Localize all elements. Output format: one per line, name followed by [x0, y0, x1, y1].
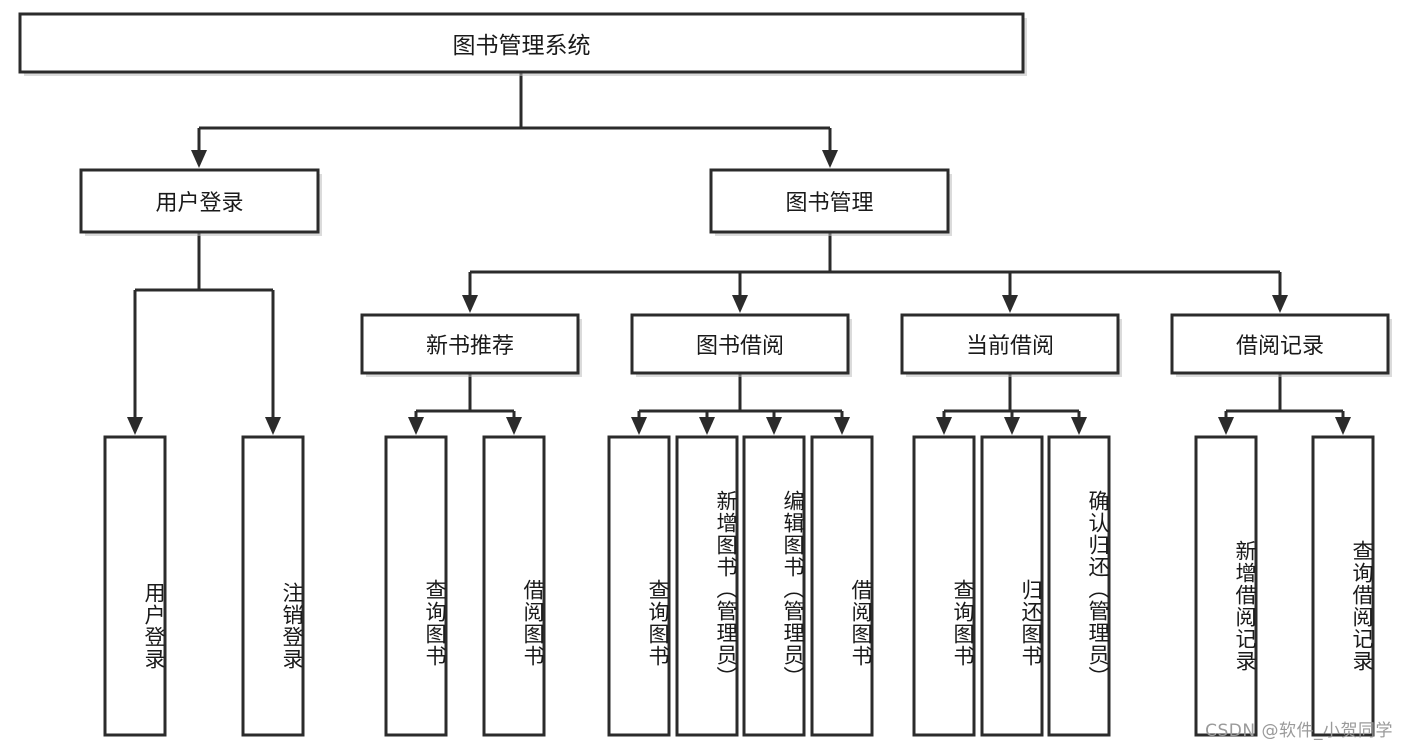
- node-current-borrow[interactable]: [900, 313, 1120, 375]
- connector-layer: [127, 72, 1351, 435]
- node-new-book-recommend[interactable]: [360, 313, 580, 375]
- arrow-to-book-borrow: [732, 295, 748, 313]
- arrow-to-current-borrow: [1002, 295, 1018, 313]
- node-leaf-return-book[interactable]: [980, 435, 1044, 737]
- csdn-watermark: CSDN @软件_小贺同学: [1205, 721, 1393, 741]
- node-leaf-add-borrow-record[interactable]: [1194, 435, 1258, 737]
- node-leaf-query-book-borrow[interactable]: [607, 435, 671, 737]
- arrow-to-leaf-borrow-book: [834, 417, 850, 435]
- arrow-to-book-management: [822, 150, 838, 168]
- node-leaf-query-book-rec[interactable]: [384, 435, 448, 737]
- node-leaf-query-book-current[interactable]: [912, 435, 976, 737]
- node-leaf-borrow-book-rec[interactable]: [482, 435, 546, 737]
- arrow-to-leaf-confirm-return-admin: [1071, 417, 1087, 435]
- node-book-management[interactable]: [709, 168, 950, 234]
- arrow-to-leaf-query-borrow-record: [1335, 417, 1351, 435]
- arrow-to-leaf-add-book-admin: [699, 417, 715, 435]
- node-leaf-user-login[interactable]: [103, 435, 167, 737]
- arrow-to-leaf-query-book-rec: [408, 417, 424, 435]
- arrow-to-leaf-borrow-book-rec: [506, 417, 522, 435]
- node-leaf-edit-book-admin[interactable]: [742, 435, 806, 737]
- arrow-to-leaf-user-login: [127, 417, 143, 435]
- node-leaf-borrow-book[interactable]: [810, 435, 874, 737]
- node-leaf-add-book-admin[interactable]: [675, 435, 739, 737]
- arrow-to-leaf-query-book-current: [936, 417, 952, 435]
- node-user-login[interactable]: [79, 168, 320, 234]
- arrow-to-leaf-add-borrow-record: [1218, 417, 1234, 435]
- arrow-to-leaf-query-book-borrow: [631, 417, 647, 435]
- arrow-to-leaf-return-book: [1004, 417, 1020, 435]
- node-book-borrow[interactable]: [630, 313, 850, 375]
- arrow-to-leaf-logout: [265, 417, 281, 435]
- node-layer: [18, 12, 1392, 737]
- arrow-to-borrow-record: [1272, 295, 1288, 313]
- arrow-to-leaf-edit-book-admin: [766, 417, 782, 435]
- node-leaf-logout[interactable]: [241, 435, 305, 737]
- arrow-to-user-login: [191, 150, 207, 168]
- node-root[interactable]: [18, 12, 1025, 74]
- node-borrow-record[interactable]: [1170, 313, 1390, 375]
- node-leaf-confirm-return-admin[interactable]: [1047, 435, 1111, 737]
- node-leaf-query-borrow-record[interactable]: [1311, 435, 1375, 737]
- arrow-to-new-book-recommend: [462, 295, 478, 313]
